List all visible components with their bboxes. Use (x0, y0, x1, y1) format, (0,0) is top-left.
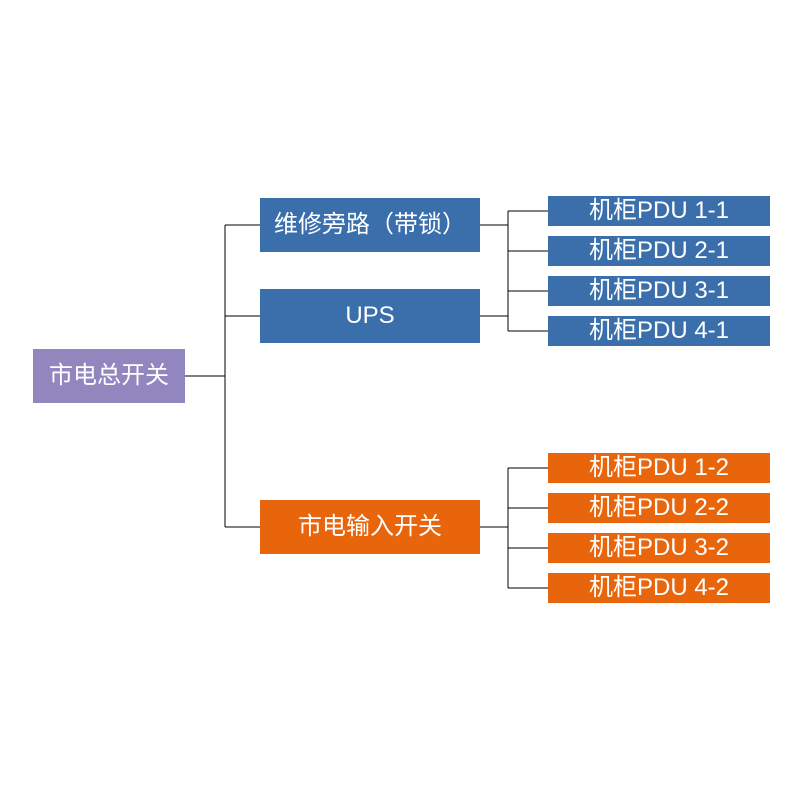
node-pdu-4-2: 机柜PDU 4-2 (548, 573, 770, 603)
node-pdu-1-2: 机柜PDU 1-2 (548, 453, 770, 483)
node-pdu-1-1: 机柜PDU 1-1 (548, 196, 770, 226)
node-mains-main-switch: 市电总开关 (33, 349, 185, 403)
node-pdu-2-2: 机柜PDU 2-2 (548, 493, 770, 523)
node-pdu-3-1: 机柜PDU 3-1 (548, 276, 770, 306)
node-maintenance-bypass: 维修旁路（带锁） (260, 198, 480, 252)
node-pdu-2-1: 机柜PDU 2-1 (548, 236, 770, 266)
connector-bottom-right-tree (480, 467, 548, 589)
connector-left-tree (185, 224, 260, 528)
node-ups: UPS (260, 289, 480, 343)
node-pdu-4-1: 机柜PDU 4-1 (548, 316, 770, 346)
node-mains-input-switch: 市电输入开关 (260, 500, 480, 554)
connector-top-right-tree (480, 210, 548, 332)
node-pdu-3-2: 机柜PDU 3-2 (548, 533, 770, 563)
